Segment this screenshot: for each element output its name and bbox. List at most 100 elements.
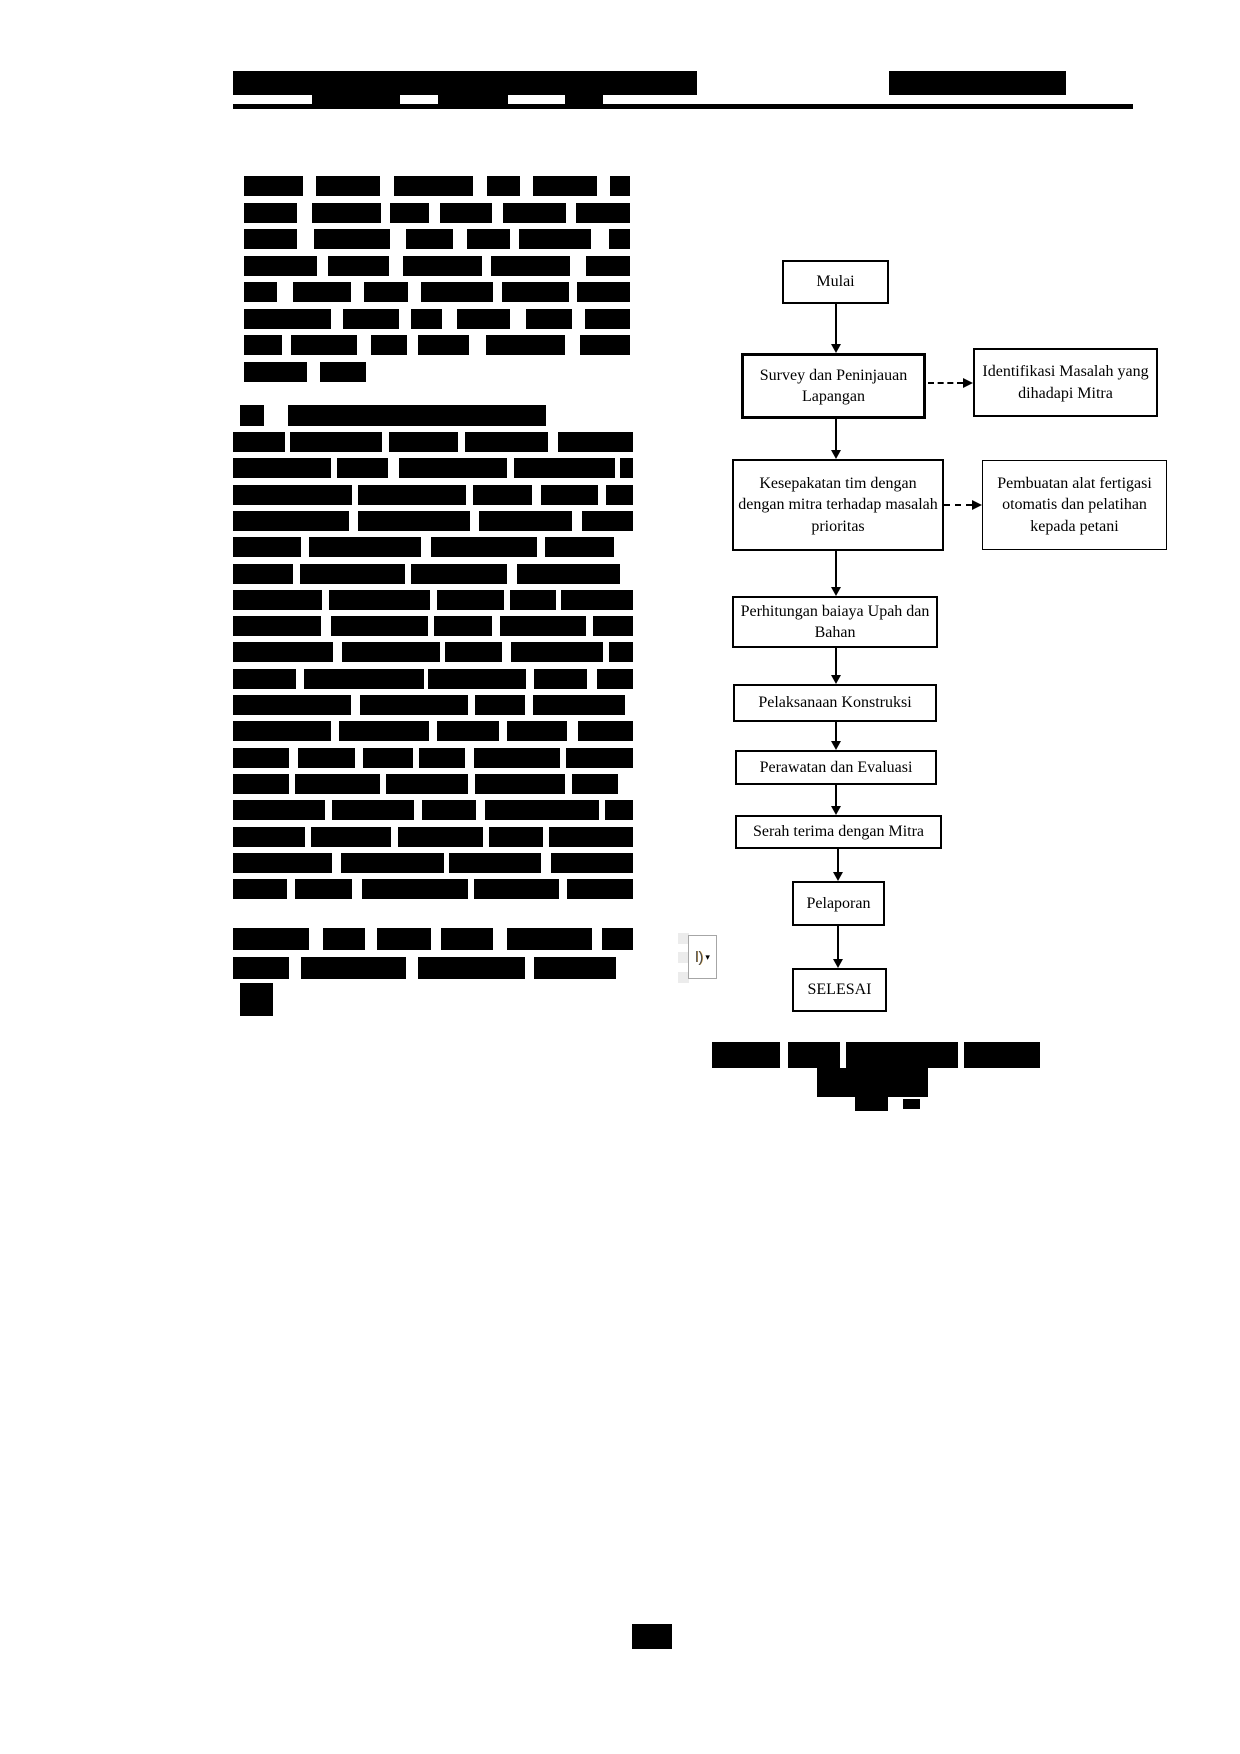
journal-header-left-redacted	[233, 71, 697, 95]
page-number-redacted	[632, 1624, 672, 1649]
redacted-text-block	[390, 203, 429, 223]
redacted-text-block	[419, 748, 465, 768]
redacted-text-block	[440, 203, 492, 223]
redacted-text-block	[411, 564, 507, 584]
flow-arrow-serah-pelaporan	[833, 849, 843, 881]
redacted-text-block	[517, 564, 620, 584]
caption-redacted-block	[712, 1042, 780, 1068]
redacted-text-block	[362, 879, 468, 899]
redacted-text-block	[233, 669, 296, 689]
redacted-text-block	[316, 176, 380, 196]
redacted-text-block	[534, 957, 616, 979]
redacted-text-block	[233, 485, 352, 505]
flowchart-node-perawatan: Perawatan dan Evaluasi	[735, 750, 937, 785]
redacted-text-block	[300, 564, 405, 584]
redacted-text-block	[233, 879, 287, 899]
redacted-text-block	[328, 256, 389, 276]
dropdown-artifact-box[interactable]: l) ▾	[688, 935, 717, 979]
redacted-text-block	[403, 256, 482, 276]
redacted-text-block	[445, 642, 502, 662]
redacted-text-block	[244, 229, 297, 249]
redacted-text-block	[526, 309, 572, 329]
redacted-text-block	[323, 928, 365, 950]
redacted-text-block	[244, 362, 307, 382]
redacted-text-block	[233, 458, 331, 478]
chevron-down-icon: ▾	[705, 951, 710, 962]
redacted-text-block	[561, 590, 633, 610]
redacted-text-block	[585, 309, 630, 329]
redacted-text-block	[541, 485, 598, 505]
flow-arrow-perhitungan-pelaksanaan	[831, 648, 841, 684]
redacted-text-block	[437, 590, 504, 610]
flow-arrow-pelaksanaan-perawatan	[831, 722, 841, 750]
redacted-text-block	[290, 432, 382, 452]
anchor-handle	[678, 933, 689, 944]
redacted-text-block	[312, 203, 381, 223]
flowchart-node-pelaksanaan: Pelaksanaan Konstruksi	[733, 684, 937, 722]
header-rule	[233, 104, 1133, 109]
redacted-text-block	[577, 282, 630, 302]
redacted-text-block	[434, 616, 492, 636]
redacted-text-block	[314, 229, 390, 249]
redacted-text-block	[309, 537, 421, 557]
redacted-text-block	[399, 458, 507, 478]
redacted-text-block	[610, 176, 630, 196]
redacted-text-block	[233, 721, 331, 741]
redacted-text-block	[507, 721, 567, 741]
redacted-text-block	[343, 309, 399, 329]
redacted-text-block	[421, 282, 493, 302]
redacted-text-block	[465, 432, 548, 452]
redacted-text-block	[304, 669, 424, 689]
redacted-text-block	[620, 458, 633, 478]
redacted-text-block	[514, 458, 615, 478]
redacted-text-block	[244, 282, 277, 302]
redacted-text-block	[586, 256, 630, 276]
journal-header-subline-redacted	[312, 95, 400, 104]
redacted-text-block	[609, 229, 630, 249]
redacted-text-block	[489, 827, 543, 847]
flow-arrow-perawatan-serah	[831, 785, 841, 815]
redacted-text-block	[244, 176, 303, 196]
redacted-text-block	[441, 928, 493, 950]
redacted-text-block	[479, 511, 572, 531]
anchor-handle	[678, 952, 689, 963]
redacted-text-block	[411, 309, 442, 329]
redacted-text-block	[551, 853, 633, 873]
redacted-text-block	[337, 458, 388, 478]
redacted-text-block	[549, 827, 633, 847]
flowchart-node-pelaporan: Pelaporan	[792, 881, 885, 926]
flow-arrow-survey-kesepakatan	[831, 419, 841, 459]
redacted-text-block	[428, 669, 526, 689]
redacted-text-block	[320, 362, 366, 382]
journal-header-subline-redacted	[565, 95, 603, 104]
redacted-text-block	[418, 957, 525, 979]
flowchart-node-kesepakatan: Kesepakatan tim dengan dengan mitra terh…	[732, 459, 944, 551]
redacted-text-block	[475, 695, 525, 715]
caption-redacted-block	[964, 1042, 1040, 1068]
redacted-text-block	[507, 928, 592, 950]
anchor-handle	[678, 972, 689, 983]
redacted-text-block	[377, 928, 431, 950]
redacted-text-block	[534, 669, 587, 689]
redacted-text-block	[329, 590, 430, 610]
redacted-text-block	[533, 176, 597, 196]
redacted-text-block	[500, 616, 586, 636]
dropdown-artifact[interactable]: l) ▾	[678, 933, 720, 983]
redacted-text-block	[510, 590, 556, 610]
redacted-text-block	[576, 203, 630, 223]
redacted-text-block	[233, 642, 333, 662]
redacted-text-block	[293, 282, 351, 302]
journal-header-subline-redacted	[438, 95, 508, 104]
flowchart-node-identifikasi: Identifikasi Masalah yang dihadapi Mitra	[973, 348, 1158, 417]
redacted-text-block	[593, 616, 633, 636]
redacted-text-block	[605, 800, 633, 820]
redacted-text-block	[582, 511, 633, 531]
redacted-text-block	[233, 695, 351, 715]
redacted-text-block	[332, 800, 414, 820]
redacted-text-block	[418, 335, 469, 355]
redacted-text-block	[233, 748, 289, 768]
redacted-text-block	[311, 827, 391, 847]
redacted-text-block	[233, 564, 293, 584]
flow-dashed-arrow-kesepakatan-pembuatan	[944, 499, 982, 511]
redacted-text-block	[578, 721, 633, 741]
